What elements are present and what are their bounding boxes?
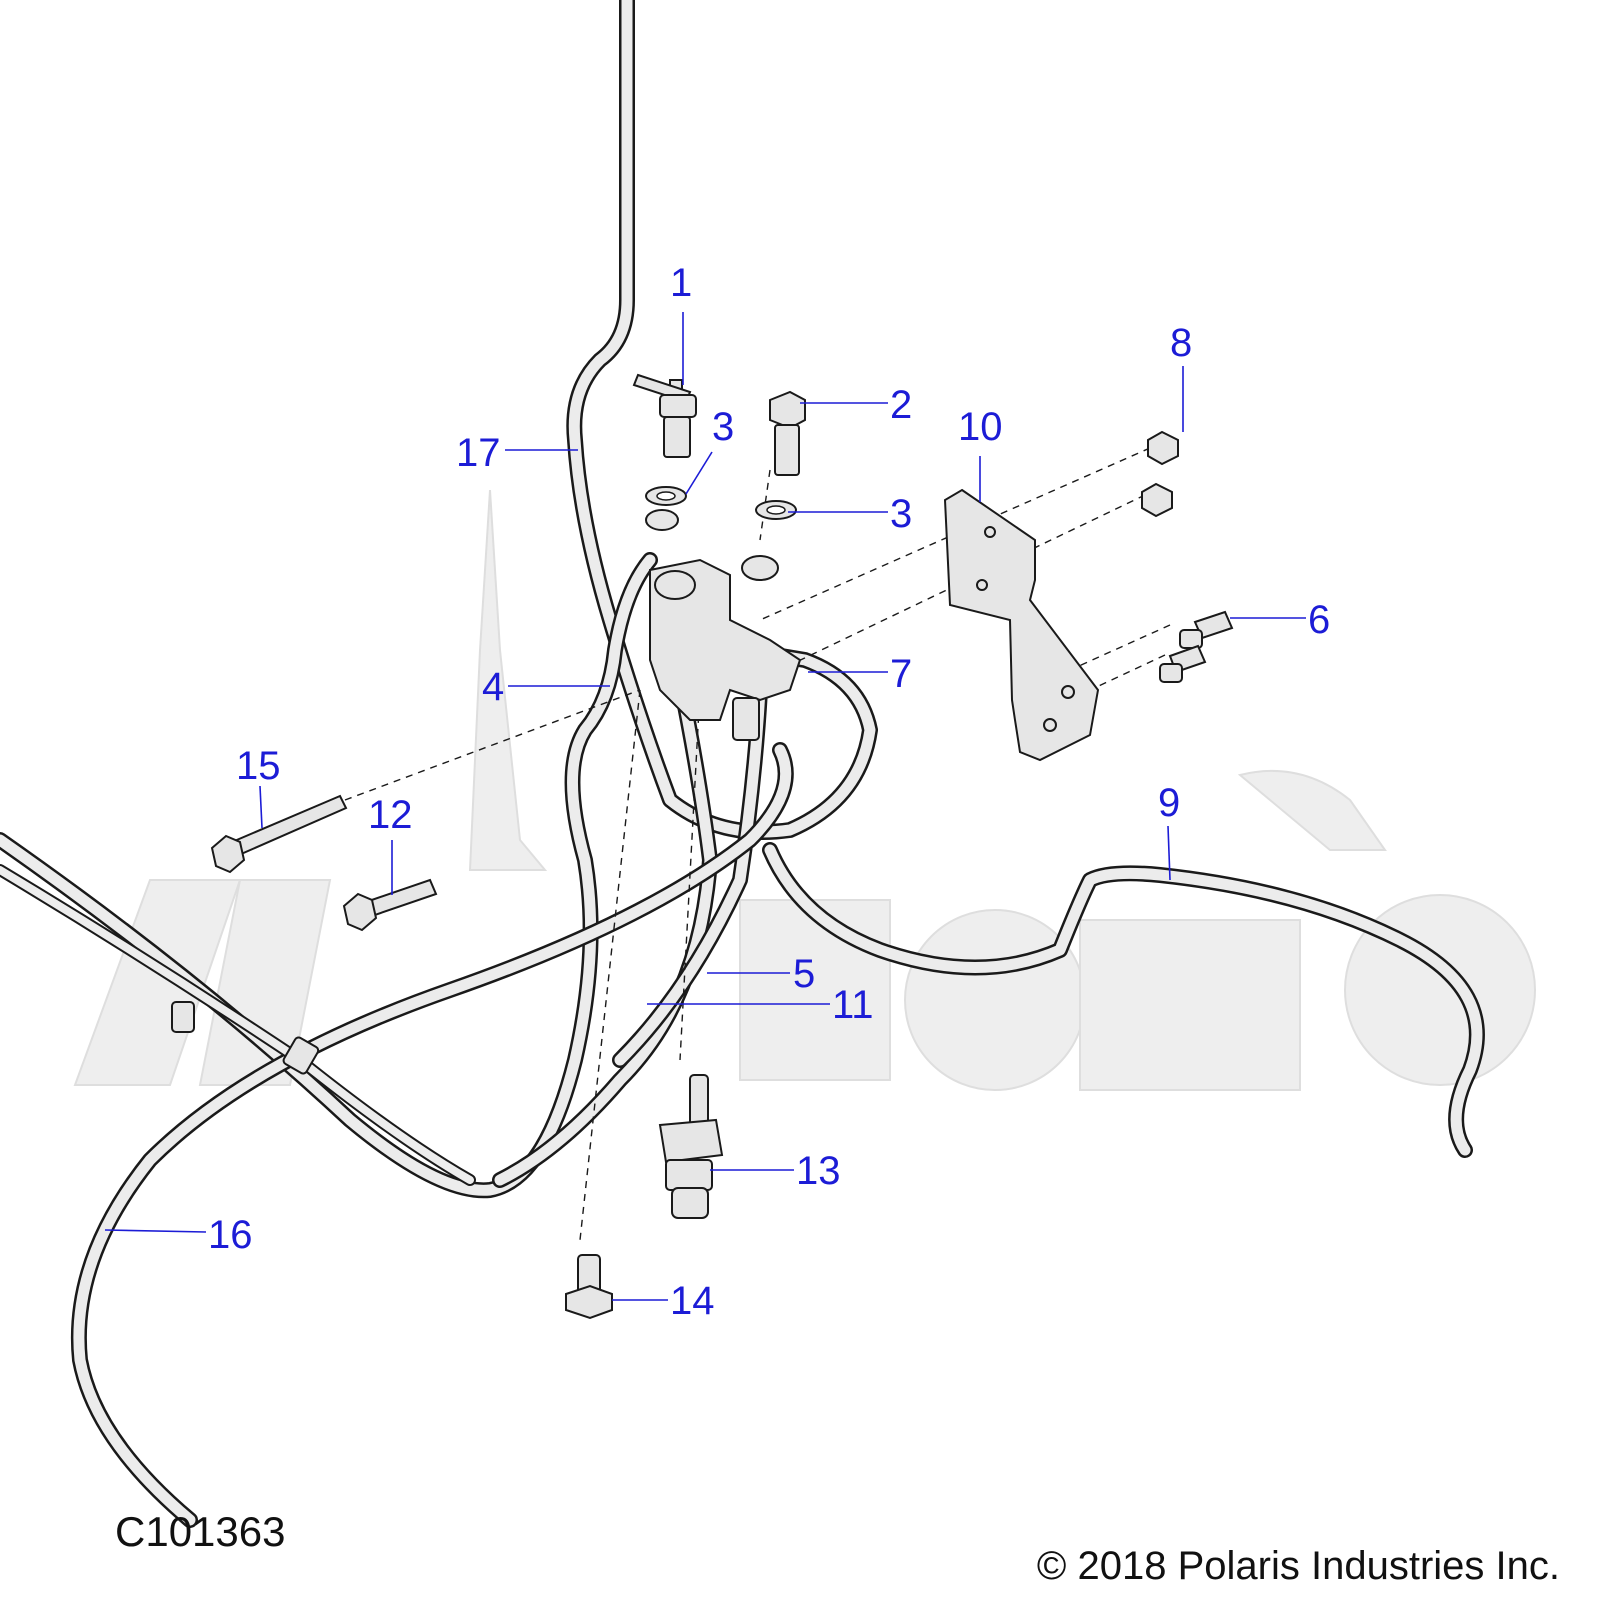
callout-15: 15 bbox=[236, 744, 281, 788]
callout-2: 2 bbox=[890, 383, 912, 427]
short-bolt bbox=[342, 878, 438, 932]
brake-light-switch bbox=[658, 1074, 724, 1219]
callout-7: 7 bbox=[890, 652, 912, 696]
figure-id: C101363 bbox=[115, 1508, 286, 1555]
callout-16: 16 bbox=[208, 1213, 253, 1257]
mounting-bracket bbox=[943, 488, 1100, 762]
brake-line-9 bbox=[762, 842, 1485, 1158]
callout-11: 11 bbox=[832, 983, 874, 1027]
flange-nut bbox=[1141, 430, 1179, 518]
callout-17: 17 bbox=[456, 431, 501, 475]
brake-line-11 bbox=[612, 682, 768, 1068]
parallel-line bbox=[0, 864, 476, 1186]
bleeder-valve bbox=[632, 373, 697, 458]
callout-labels: 1 2 3 3 4 5 6 7 8 9 10 11 12 13 14 15 16… bbox=[208, 261, 1330, 1323]
brake-line-4 bbox=[0, 552, 658, 1199]
banjo-bolt-top bbox=[769, 390, 806, 476]
leader-lines bbox=[104, 312, 1306, 1301]
watermark bbox=[73, 489, 1536, 1091]
assembly-axes bbox=[344, 447, 1171, 1241]
banjo-bolt-bottom bbox=[565, 1254, 613, 1320]
callout-9: 9 bbox=[1158, 781, 1180, 825]
callout-3-upper: 3 bbox=[712, 405, 734, 449]
callout-12: 12 bbox=[368, 793, 413, 837]
callout-8: 8 bbox=[1170, 321, 1192, 365]
callout-10: 10 bbox=[958, 405, 1003, 449]
callout-14: 14 bbox=[670, 1279, 715, 1323]
callout-1: 1 bbox=[670, 261, 692, 305]
line-clip bbox=[171, 1001, 320, 1075]
callout-13: 13 bbox=[796, 1149, 841, 1193]
long-bolt bbox=[210, 794, 348, 874]
junction-block bbox=[645, 509, 802, 741]
callout-5: 5 bbox=[793, 952, 815, 996]
bracket-bolt bbox=[1159, 610, 1234, 683]
copyright-notice: © 2018 Polaris Industries Inc. bbox=[1036, 1544, 1560, 1588]
callout-4: 4 bbox=[482, 665, 504, 709]
crush-washer bbox=[645, 486, 797, 520]
callout-6: 6 bbox=[1308, 598, 1330, 642]
brake-line-17 bbox=[566, 0, 878, 840]
callout-3-lower: 3 bbox=[890, 492, 912, 536]
brake-line-16 bbox=[70, 742, 794, 1528]
